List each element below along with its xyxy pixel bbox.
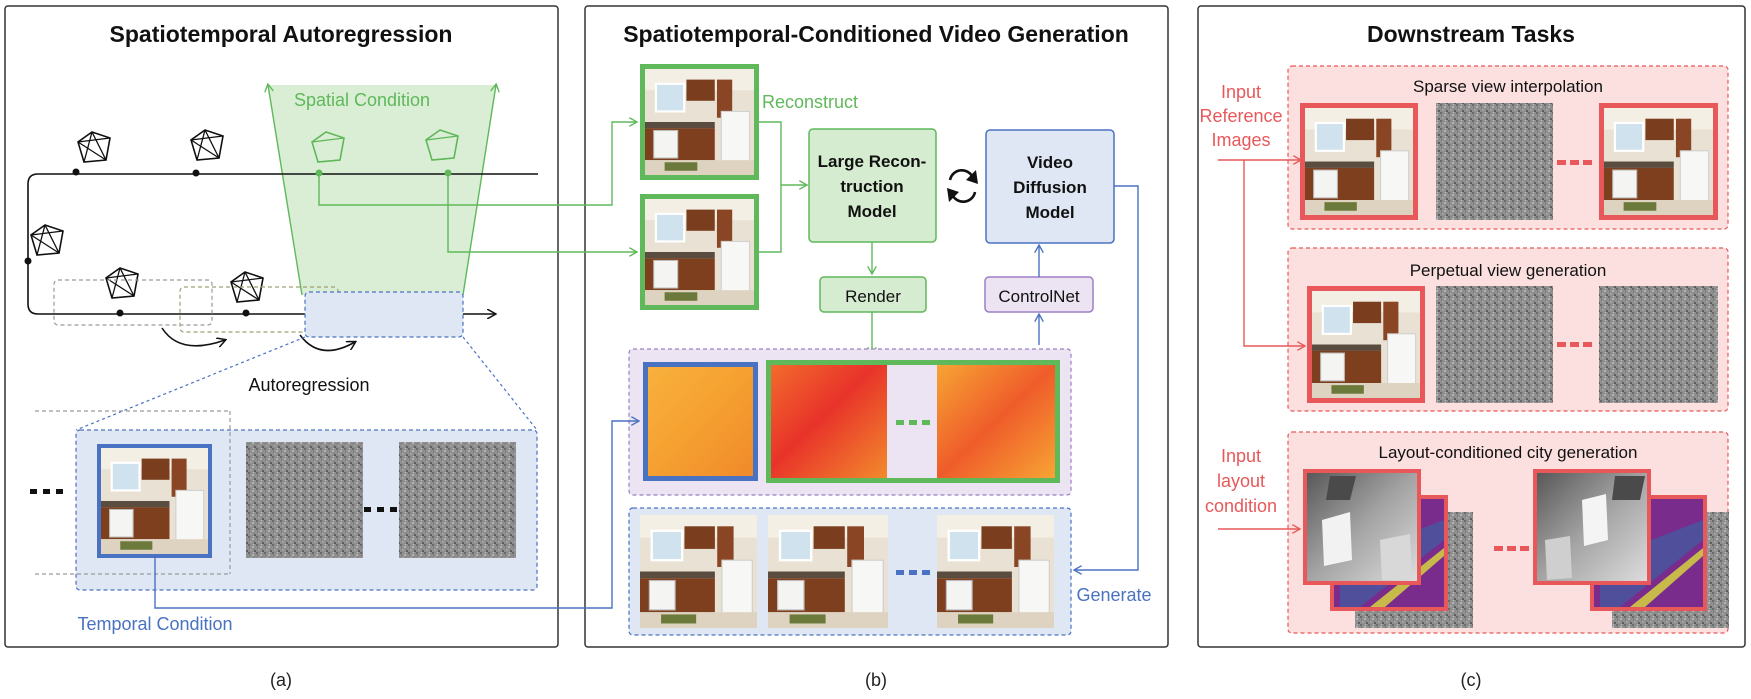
caption-b: (b)	[865, 670, 887, 690]
spatial-condition-label: Spatial Condition	[294, 90, 430, 110]
input-reference-line-1: Input	[1221, 82, 1261, 102]
lrm-line-3: Model	[847, 202, 896, 221]
panel-a-title: Spatiotemporal Autoregression	[110, 21, 453, 47]
input-layout-line-2: layout	[1217, 471, 1265, 491]
panel-b-title: Spatiotemporal-Conditioned Video Generat…	[623, 21, 1129, 47]
camera-trajectory	[27, 173, 538, 314]
caption-a: (a)	[270, 670, 292, 690]
task1-label: Sparse view interpolation	[1413, 77, 1603, 96]
generated-frame	[768, 515, 888, 628]
vdm-line-3: Model	[1025, 203, 1074, 222]
cycle-icon	[947, 168, 978, 204]
noise-frame	[1436, 286, 1553, 403]
render-label: Render	[845, 287, 901, 306]
input-reference-line-3: Images	[1211, 130, 1270, 150]
controlnet-label: ControlNet	[998, 287, 1080, 306]
lrm-line-2: truction	[840, 177, 903, 196]
vdm-line-1: Video	[1027, 153, 1073, 172]
input-reference-line-2: Reference	[1199, 106, 1282, 126]
spatial-condition-frame	[640, 64, 759, 180]
noise-frame	[246, 442, 363, 558]
spatial-condition-region	[268, 85, 496, 295]
generated-frame	[937, 515, 1054, 628]
panel-c: Downstream Tasks Input Reference Images …	[1197, 5, 1746, 648]
lrm-line-1: Large Recon-	[818, 152, 927, 171]
ellipsis-dots	[30, 489, 397, 512]
render-box	[819, 276, 927, 313]
input-layout-line-3: condition	[1205, 496, 1277, 516]
input-layout-line-1: Input	[1221, 446, 1261, 466]
autoregression-label: Autoregression	[248, 375, 369, 395]
caption-c: (c)	[1461, 670, 1482, 690]
panel-b: Spatiotemporal-Conditioned Video Generat…	[154, 5, 1169, 648]
noise-frame	[1436, 103, 1553, 220]
temporal-condition-label: Temporal Condition	[77, 614, 232, 634]
current-window	[304, 291, 464, 338]
noise-frame	[399, 442, 516, 558]
generated-frame	[640, 515, 757, 628]
reconstruct-label: Reconstruct	[762, 92, 858, 112]
panel-a: Spatiotemporal Autoregression Spatial Co…	[4, 5, 559, 648]
temporal-condition-frame	[97, 444, 212, 558]
spatial-condition-frame	[640, 194, 759, 310]
task2-label: Perpetual view generation	[1410, 261, 1607, 280]
task3-label: Layout-conditioned city generation	[1379, 443, 1638, 462]
panel-c-title: Downstream Tasks	[1367, 21, 1575, 47]
generate-label: Generate	[1076, 585, 1151, 605]
vdm-line-2: Diffusion	[1013, 178, 1087, 197]
noise-frame	[1599, 286, 1718, 403]
